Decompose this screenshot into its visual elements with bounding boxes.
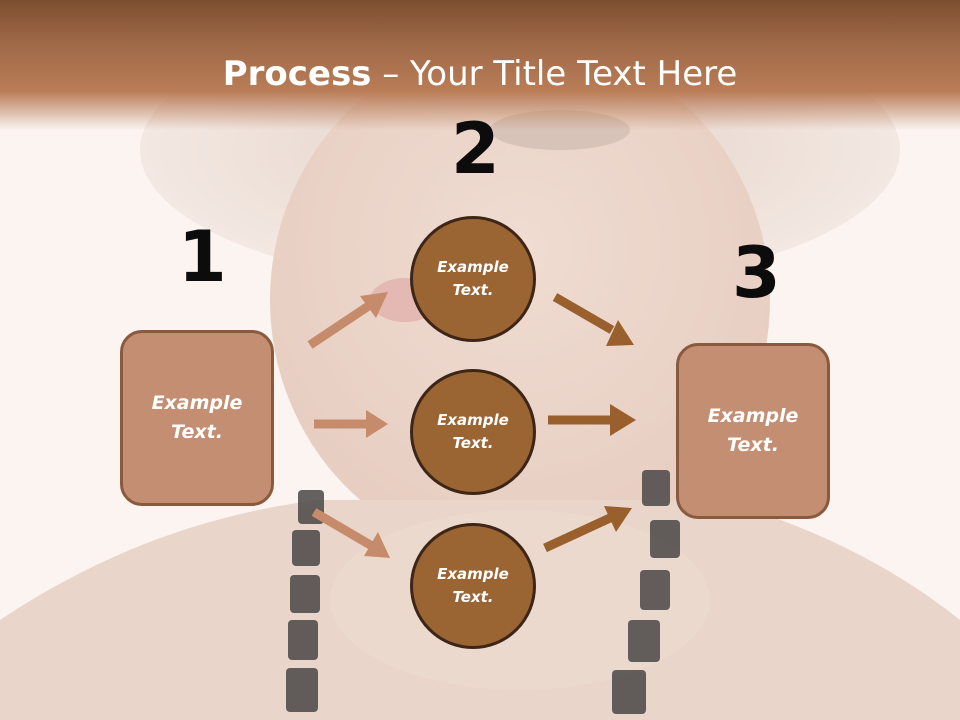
arrow-2-to-3-top	[552, 293, 615, 334]
title-bar	[0, 0, 960, 130]
step-2-circle-top-text: Example Text.	[437, 258, 509, 299]
step-3-box: Example Text.	[676, 343, 830, 519]
step-number-2: 2	[451, 108, 500, 190]
arrowhead-1-top	[360, 292, 388, 318]
title-rest: – Your Title Text Here	[371, 54, 738, 94]
step-1-box: Example Text.	[120, 330, 274, 506]
arrow-1-to-2-top	[307, 301, 373, 349]
arrowhead-3-bottom	[604, 506, 632, 532]
slide-title: Process – Your Title Text Here	[0, 52, 960, 96]
arrowhead-1-bottom	[364, 532, 390, 558]
arrow-1-to-2-bottom	[311, 508, 375, 550]
step-2-circle-top: Example Text.	[410, 216, 536, 342]
arrow-2-to-3-bottom	[543, 513, 612, 553]
step-number-1: 1	[178, 216, 227, 298]
step-1-text: Example Text.	[151, 392, 243, 443]
arrowhead-3-middle	[610, 404, 636, 436]
step-3-text: Example Text.	[707, 405, 799, 456]
arrowhead-3-top	[606, 320, 634, 346]
step-2-circle-bottom-text: Example Text.	[437, 565, 509, 606]
title-bold: Process	[222, 54, 372, 94]
arrowhead-1-middle	[366, 410, 388, 438]
step-2-circle-middle-text: Example Text.	[437, 411, 509, 452]
step-2-circle-bottom: Example Text.	[410, 523, 536, 649]
step-number-3: 3	[732, 232, 781, 314]
step-2-circle-middle: Example Text.	[410, 369, 536, 495]
